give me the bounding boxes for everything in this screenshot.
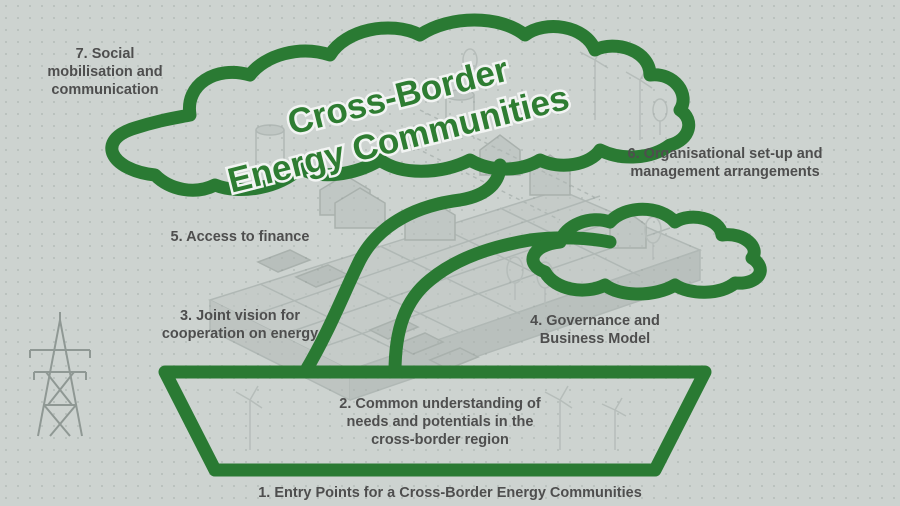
- label-social-mobilisation: 7. Social mobilisation and communication: [47, 46, 163, 98]
- label-joint-vision: 3. Joint vision for cooperation on energ…: [161, 308, 319, 342]
- trunk-right: [388, 231, 617, 379]
- label-governance: 4. Governance and Business Model: [530, 313, 660, 347]
- main-canopy: [105, 13, 696, 197]
- pot-outline: [158, 365, 712, 477]
- label-organisational-setup: 6. Organisational set-up and management …: [627, 146, 823, 180]
- trunk-left: [298, 158, 507, 379]
- right-canopy: [526, 202, 767, 301]
- label-access-finance: 5. Access to finance: [170, 229, 310, 245]
- power-pylon-icon: [29, 312, 91, 437]
- label-common-understanding: 2. Common understanding of needs and pot…: [339, 396, 541, 448]
- label-entry-points: 1. Entry Points for a Cross-Border Energ…: [258, 485, 642, 501]
